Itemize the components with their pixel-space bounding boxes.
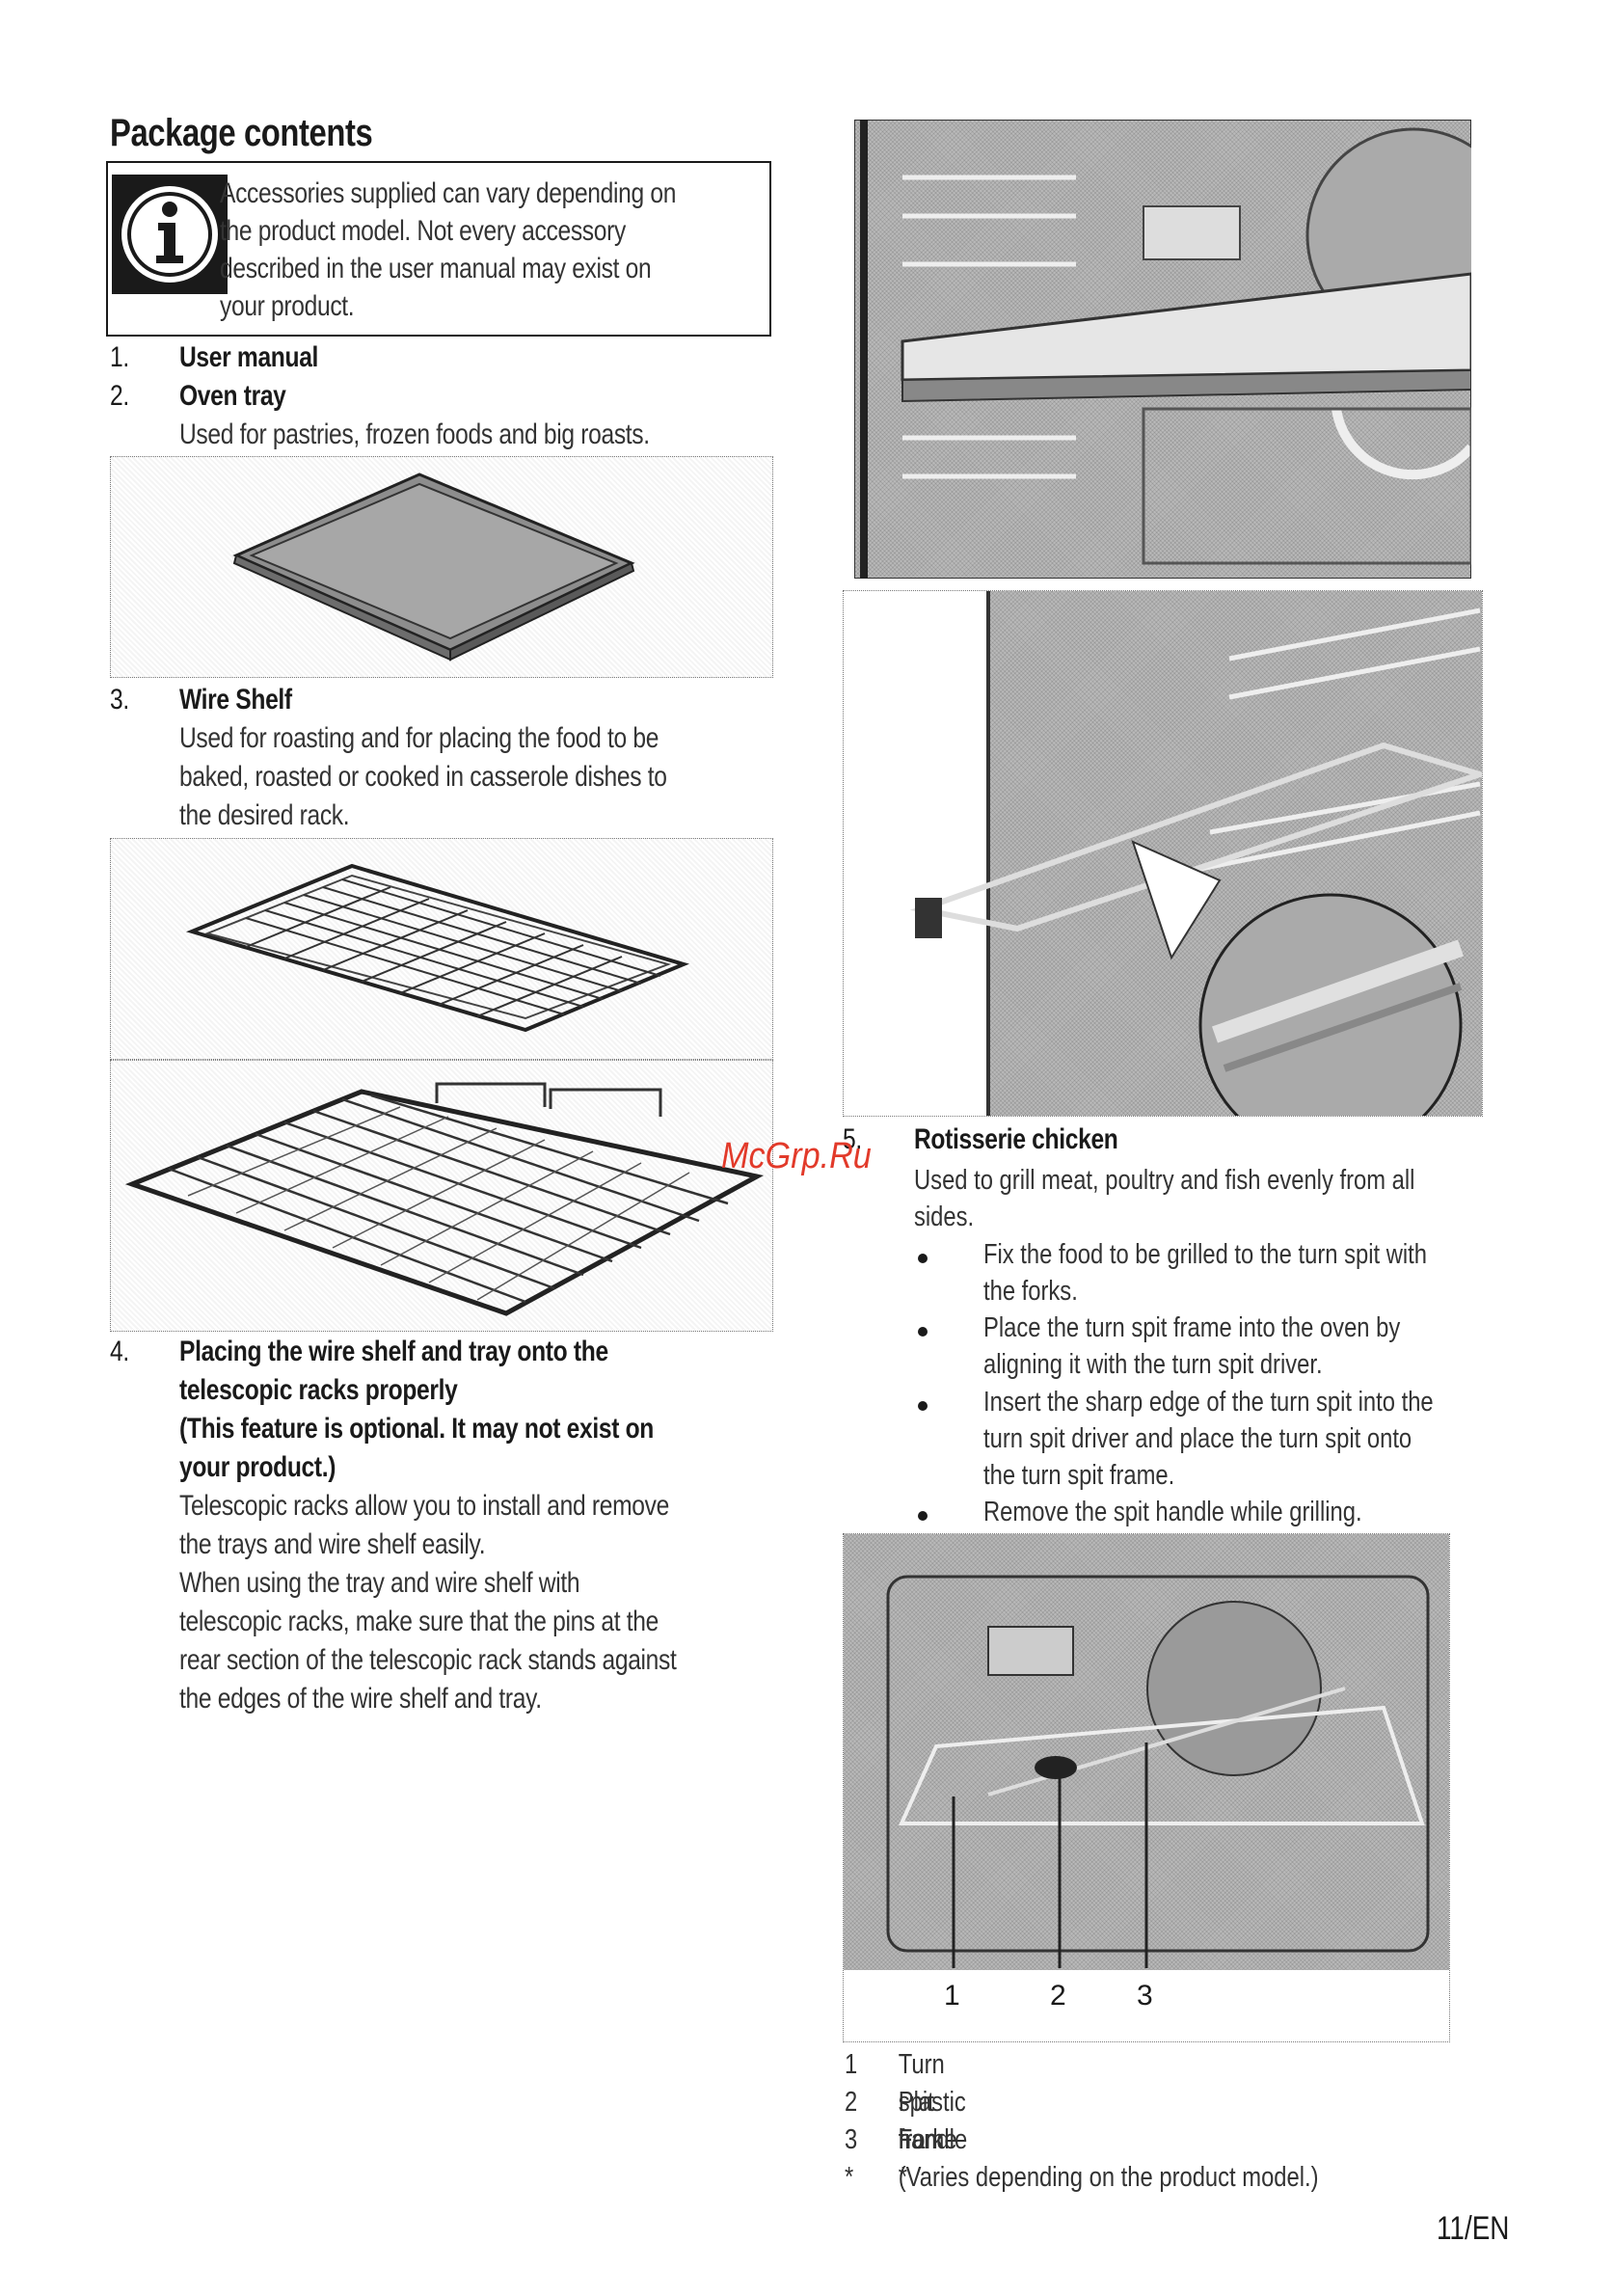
legend-key: 3 [845,2124,858,2155]
callout-number: 2 [1050,1980,1066,2012]
legend-row: 3 Fork [845,2121,944,2159]
bullet-line: the forks. [983,1276,1078,1307]
bullet-text: Remove the spit handle while grilling. [983,1494,1362,1530]
legend: 1 Turn spit frame 2 Plastic handle * 3 F… [845,2046,1319,2197]
legend-row: * (Varies depending on the product model… [845,2159,1319,2197]
legend-key: 1 [845,2049,858,2080]
bullet-line: Fix the food to be grilled to the turn s… [983,1239,1427,1270]
legend-text: Fork [898,2124,945,2155]
desc-line: telescopic racks, make sure that the pin… [179,1606,659,1637]
item-number: 3. [110,684,129,716]
legend-row: 2 Plastic handle * [845,2084,967,2193]
callout-number: 1 [944,1980,960,2012]
desc-line: When using the tray and wire shelf with [179,1567,580,1599]
legend-text: Plastic handle * [898,2087,968,2193]
bullet-line: aligning it with the turn spit driver. [983,1349,1323,1380]
item-title: Oven tray [179,380,286,412]
desc-line: baked, roasted or cooked in casserole di… [179,761,667,793]
title-line: (This feature is optional. It may not ex… [179,1413,655,1445]
desc-line: rear section of the telescopic rack stan… [179,1644,677,1676]
info-text: Accessories supplied can vary depending … [220,175,741,325]
bullet-dot [918,1401,928,1411]
oven-tray-photo [854,120,1471,579]
item-number: 5. [843,1123,862,1155]
desc-line: sides. [914,1202,975,1232]
desc-line: Telescopic racks allow you to install an… [179,1490,669,1522]
desc-line: Used to grill meat, poultry and fish eve… [914,1165,1415,1196]
bullet-line: the turn spit frame. [983,1460,1175,1491]
wire-shelf-illustration [110,838,773,1060]
legend-row: 1 Turn spit frame [845,2046,957,2155]
bullet-text: Place the turn spit frame into the oven … [983,1310,1400,1383]
item-number: 1. [110,341,129,373]
title-line: Placing the wire shelf and tray onto the [179,1336,608,1367]
item-title: Rotisserie chicken [914,1123,1118,1155]
bullet-dot [918,1327,928,1337]
item-description: Telescopic racks allow you to install an… [179,1487,677,1718]
desc-line: the trays and wire shelf easily. [179,1528,486,1560]
bullet-dot [918,1511,928,1521]
title-line: your product.) [179,1451,336,1483]
bullet-text: Insert the sharp edge of the turn spit i… [983,1384,1434,1494]
page-number: 11/EN [1437,2210,1510,2247]
legend-key: 2 [845,2087,858,2118]
item-title: Wire Shelf [179,684,292,716]
info-icon [112,175,228,294]
oven-tray-illustration [110,456,773,678]
item-title: Placing the wire shelf and tray onto the… [179,1333,654,1487]
bullet-line: Place the turn spit frame into the oven … [983,1312,1401,1343]
item-title: User manual [179,341,319,373]
wire-shelf-illustration-large [110,1060,773,1332]
info-line: your product. [220,290,355,322]
item-number: 2. [110,380,129,412]
title-line: telescopic racks properly [179,1374,458,1406]
item-description: Used for roasting and for placing the fo… [179,719,667,835]
bullet-line: turn spit driver and place the turn spit… [983,1423,1412,1454]
callout-number: 3 [1137,1980,1153,2012]
desc-line: Used for roasting and for placing the fo… [179,722,659,754]
watermark: McGrp.Ru [721,1136,872,1176]
bullet-text: Fix the food to be grilled to the turn s… [983,1236,1427,1310]
info-line: Accessories supplied can vary depending … [220,177,677,209]
desc-line: the edges of the wire shelf and tray. [179,1683,542,1715]
legend-text: (Varies depending on the product model.) [898,2162,1319,2193]
item-description: Used for pastries, frozen foods and big … [179,419,650,450]
page-title: Package contents [110,112,373,154]
desc-line: the desired rack. [179,799,350,831]
legend-key: * [845,2162,854,2193]
bullet-line: Insert the sharp edge of the turn spit i… [983,1387,1434,1418]
info-line: the product model. Not every accessory [220,215,626,247]
info-box: Accessories supplied can vary depending … [106,161,771,337]
bullet-line: Remove the spit handle while grilling. [983,1497,1362,1527]
legend-text: Turn spit frame [898,2049,957,2155]
item-number: 4. [110,1336,129,1367]
bullet-dot [918,1254,928,1263]
rotisserie-photo: 1 2 3 [843,1533,1450,2042]
wire-shelf-photo [843,590,1483,1117]
info-line: described in the user manual may exist o… [220,253,652,284]
item-description: Used to grill meat, poultry and fish eve… [914,1162,1414,1235]
